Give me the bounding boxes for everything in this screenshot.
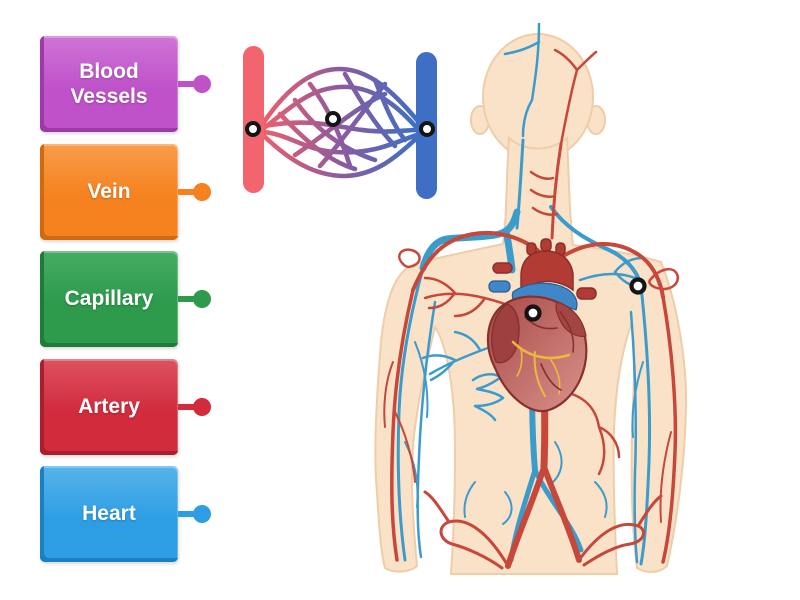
label-text-artery: Artery — [40, 359, 178, 455]
label-pin-dot — [193, 290, 211, 308]
label-pin-stem — [178, 404, 196, 410]
target-dot-arm-vessel[interactable] — [629, 277, 647, 295]
target-dot-heart[interactable] — [524, 304, 542, 322]
artery-bar — [243, 46, 264, 193]
target-dot-capillary-bed[interactable] — [325, 111, 341, 127]
label-card-blood-vessels[interactable]: Blood Vessels — [40, 36, 211, 132]
body-circulatory-illustration — [374, 22, 688, 575]
label-pin-stem — [178, 189, 196, 195]
label-pin-dot — [193, 183, 211, 201]
target-dot-artery-bar[interactable] — [245, 121, 261, 137]
capillary-bed-illustration — [243, 46, 437, 199]
coronary-vessels-yellow — [511, 340, 571, 397]
label-card-vein[interactable]: Vein — [40, 144, 211, 240]
label-text-heart: Heart — [40, 466, 178, 562]
label-pin-stem — [178, 296, 196, 302]
label-pin-stem — [178, 511, 196, 517]
capillary-mesh — [261, 66, 420, 179]
left-atrium-flap — [491, 303, 520, 364]
target-dot-vein-bar[interactable] — [419, 121, 435, 137]
label-text-vein: Vein — [40, 144, 178, 240]
heart-illustration — [486, 238, 597, 413]
label-card-capillary[interactable]: Capillary — [40, 251, 211, 347]
label-card-heart[interactable]: Heart — [40, 466, 211, 562]
label-pin-stem — [178, 81, 196, 87]
label-pin-dot — [193, 398, 211, 416]
label-text-blood-vessels: Blood Vessels — [40, 36, 178, 132]
label-card-artery[interactable]: Artery — [40, 359, 211, 455]
label-text-capillary: Capillary — [40, 251, 178, 347]
vein-network — [396, 22, 652, 566]
label-pin-dot — [193, 75, 211, 93]
artery-network — [383, 48, 680, 570]
label-pin-dot — [193, 505, 211, 523]
